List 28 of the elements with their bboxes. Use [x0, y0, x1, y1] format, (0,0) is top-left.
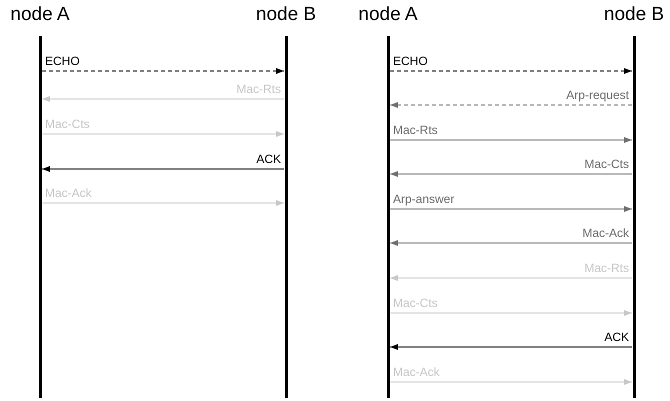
node-heading: node B — [254, 4, 318, 26]
message-arrow — [390, 275, 632, 281]
message-arrow — [390, 240, 632, 246]
message-arrow — [42, 200, 284, 206]
message-arrow — [42, 96, 284, 102]
edge-label: Mac-Rts — [393, 123, 438, 137]
node-heading: node A — [357, 4, 419, 26]
node-heading: node A — [9, 4, 71, 26]
message-arrow — [390, 102, 632, 108]
message-arrow — [390, 137, 632, 143]
edge-label: Mac-Cts — [584, 157, 629, 171]
message-arrow — [390, 344, 632, 350]
message-arrow — [390, 68, 632, 74]
message-arrow — [390, 310, 632, 316]
message-arrow — [42, 166, 284, 172]
message-arrow — [390, 171, 632, 177]
edge-label: ECHO — [393, 54, 428, 68]
message-arrow — [390, 379, 632, 385]
edge-label: ECHO — [45, 54, 80, 68]
message-arrow — [42, 131, 284, 137]
message-arrow — [42, 68, 284, 74]
edge-label: Arp-request — [566, 88, 629, 102]
edge-label: ACK — [256, 152, 281, 166]
edge-label: ACK — [604, 330, 629, 344]
message-arrow — [390, 206, 632, 212]
edge-label: Mac-Ack — [582, 226, 629, 240]
edge-label: Arp-answer — [393, 192, 454, 206]
node-heading: node B — [602, 4, 666, 26]
